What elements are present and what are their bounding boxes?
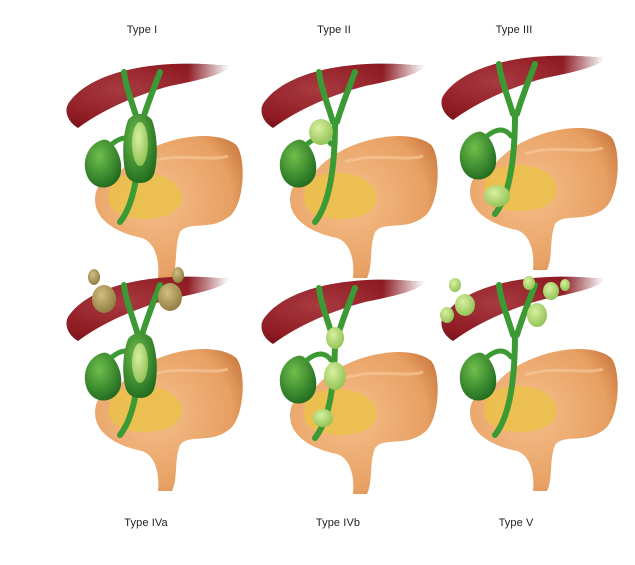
left-hepatic-duct [496,282,516,338]
panel-label-type-i: Type I [126,24,158,36]
middle-cyst [324,362,346,390]
right-hepatic-duct [514,282,538,338]
anatomy-svg [261,279,438,494]
gallbladder [279,355,317,404]
liver-fade [441,276,603,341]
anatomy-svg [440,276,618,491]
panel-label-type-ii: Type II [317,24,351,36]
caroli-cyst-7 [560,279,570,291]
caroli-cyst-3 [449,278,461,292]
anatomy-svg [261,63,438,278]
gallbladder [84,139,122,188]
panel-label-type-v: Type V [498,517,534,529]
illustration-type-i [50,52,250,292]
cystic-duct [304,351,334,363]
duodenum-highlight [149,367,229,377]
common-bile-duct [312,335,338,441]
diverticular-cyst [309,119,333,145]
left-hepatic-duct [496,61,516,117]
choledochocele [484,185,510,207]
common-bile-duct [492,332,518,438]
intrahepatic-cyst-left [92,285,116,313]
gallbladder [459,352,497,401]
gallbladder [459,131,497,180]
caroli-cyst-2 [440,307,454,323]
common-bile-duct [312,119,338,225]
anatomy-svg [66,63,243,278]
liver-fade [66,276,228,341]
panel-label-type-iva: Type IVa [124,517,168,529]
caroli-cyst-6 [523,276,535,290]
gallbladder [279,139,317,188]
left-hepatic-duct [121,282,141,338]
gallbladder [84,352,122,401]
illustration-type-iva [50,265,250,505]
cystic-duct [484,348,514,360]
duodenum-highlight [344,370,424,380]
cyst-highlight [132,122,148,166]
intrahepatic-cyst-left-small [88,269,100,285]
anatomy-svg [441,55,618,270]
right-hepatic-duct [514,61,538,117]
liver-fade [441,55,603,120]
left-hepatic-duct [316,69,336,125]
caroli-cyst-4 [527,303,547,327]
intrahepatic-cyst-right [158,283,182,311]
duodenum-highlight [524,367,604,377]
right-hepatic-duct [334,69,358,125]
anatomy-svg [66,267,243,491]
distal-cyst [313,409,333,427]
illustration-type-iii [425,44,625,284]
liver-fade [66,63,228,128]
caroli-cyst-1 [455,294,475,316]
illustration-type-ivb [245,268,445,508]
liver-fade [261,63,423,128]
common-bile-duct [492,111,518,217]
right-hepatic-duct [139,282,163,338]
cyst-highlight [132,343,148,383]
upper-cyst [326,327,344,349]
panel-label-type-iii: Type III [495,24,533,36]
duodenum-highlight [149,154,229,164]
illustration-type-v [425,265,625,505]
cystic-duct [484,127,514,139]
intrahepatic-cyst-right-small [172,267,184,283]
caroli-cyst-5 [543,282,559,300]
duodenum-highlight [344,154,424,164]
liver-fade [261,279,423,344]
panel-label-type-ivb: Type IVb [315,517,361,529]
illustration-type-ii [245,52,445,292]
duodenum-highlight [524,146,604,156]
